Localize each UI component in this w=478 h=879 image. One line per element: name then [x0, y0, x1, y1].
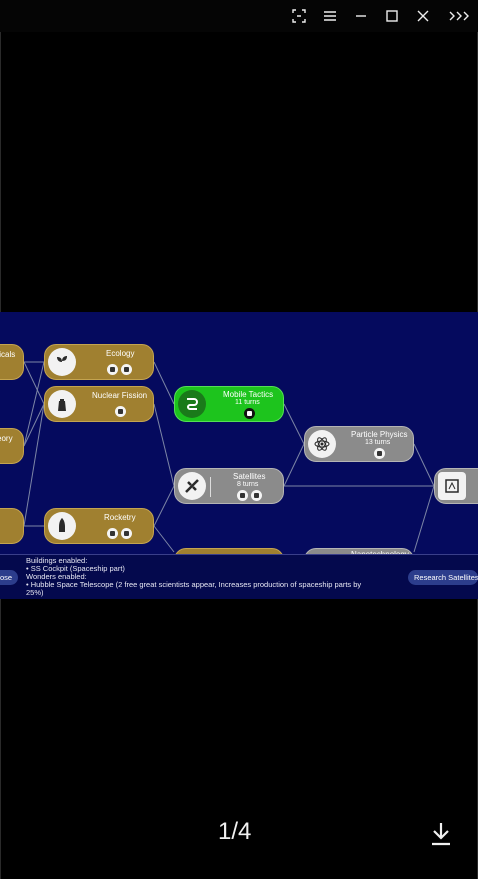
research-button[interactable]: Research Satellites	[408, 570, 478, 585]
atom-icon	[308, 430, 336, 458]
divider	[210, 477, 211, 497]
building-icon	[115, 406, 126, 417]
tech-node-turns: 8 turns	[237, 481, 259, 488]
tech-tree-image[interactable]: ticals eory Ecology Nuclear Fission Rock…	[0, 312, 478, 598]
minimize-icon[interactable]	[349, 4, 373, 28]
ecology-icon	[48, 348, 76, 376]
building-icon	[107, 364, 118, 375]
info-line: • SS Cockpit (Spaceship part)	[26, 564, 125, 573]
unit-icon	[107, 528, 118, 539]
unit-icon	[121, 528, 132, 539]
tech-info-text: Buildings enabled: • SS Cockpit (Spacesh…	[26, 557, 406, 597]
close-icon[interactable]	[411, 4, 435, 28]
tech-node-name: Rocketry	[104, 513, 136, 522]
tech-node-particle-physics[interactable]: Particle Physics 13 turns	[304, 426, 414, 462]
tech-info-panel: ose Buildings enabled: • SS Cockpit (Spa…	[0, 554, 478, 599]
fit-icon[interactable]	[287, 4, 311, 28]
tech-node-name: eory	[0, 434, 13, 443]
tech-node-name: Mobile Tactics	[223, 390, 274, 399]
unit-icon	[121, 364, 132, 375]
download-icon[interactable]	[428, 820, 454, 848]
tech-node-mobile-tactics[interactable]: Mobile Tactics 11 turns	[174, 386, 284, 422]
tech-node-name: Nuclear Fission	[92, 391, 148, 400]
page-indicator: 1/4	[218, 818, 252, 845]
viewer-toolbar	[0, 0, 478, 32]
wonder-icon	[251, 490, 262, 501]
info-line: 25%)	[26, 588, 44, 597]
tech-node-turns: 11 turns	[235, 399, 260, 406]
more-icon[interactable]	[445, 4, 473, 28]
satellite-icon	[178, 472, 206, 500]
unit-icon	[237, 490, 248, 501]
tech-node-ecology[interactable]: Ecology	[44, 344, 154, 380]
unit-icon	[244, 408, 255, 419]
menu-icon[interactable]	[318, 4, 342, 28]
mobile-tactics-icon	[178, 390, 206, 418]
unit-icon	[374, 448, 385, 459]
tech-node-right-partial[interactable]	[434, 468, 478, 504]
tech-node-name: Ecology	[106, 349, 135, 358]
tech-node-rocketry[interactable]: Rocketry	[44, 508, 154, 544]
tech-node-left-top[interactable]: ticals	[0, 344, 24, 380]
tech-node-left-bottom[interactable]	[0, 508, 24, 544]
tech-node-name: ticals	[0, 350, 16, 359]
info-line: Wonders enabled:	[26, 572, 87, 581]
tech-node-left-mid[interactable]: eory	[0, 428, 24, 464]
info-line: • Hubble Space Telescope (2 free great s…	[26, 580, 362, 589]
tech-node-nuclear-fission[interactable]: Nuclear Fission	[44, 386, 154, 422]
spaceship-part-icon	[438, 472, 466, 500]
tech-node-turns: 13 turns	[365, 439, 391, 446]
maximize-icon[interactable]	[380, 4, 404, 28]
tech-node-name: Satellites	[233, 472, 266, 481]
tech-node-name: Particle Physics	[351, 430, 408, 439]
tech-tree-connectors	[23, 361, 435, 553]
info-line: Buildings enabled:	[26, 556, 88, 565]
close-button[interactable]: ose	[0, 570, 18, 585]
tech-node-satellites[interactable]: Satellites 8 turns	[174, 468, 284, 504]
reactor-icon	[48, 390, 76, 418]
rocket-icon	[48, 512, 76, 540]
